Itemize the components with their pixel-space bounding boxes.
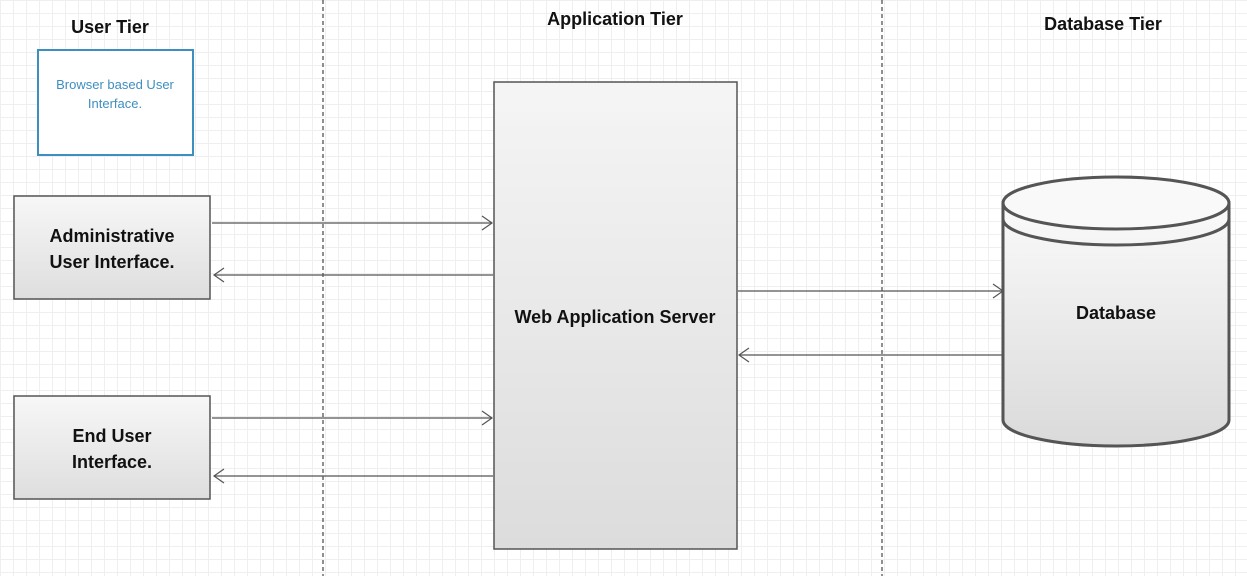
end-user-ui-node: End User Interface.: [13, 395, 211, 500]
database-label: Database: [1076, 303, 1156, 323]
admin-ui-label-line1: Administrative: [49, 226, 174, 246]
arrow-end-user-to-server: [212, 410, 494, 426]
database-tier-title: Database Tier: [1044, 14, 1162, 34]
end-user-ui-label-line2: Interface.: [72, 452, 152, 472]
arrow-server-to-database: [738, 283, 1005, 299]
web-server-label: Web Application Server: [514, 307, 715, 327]
admin-ui-node: Administrative User Interface.: [13, 195, 211, 300]
database-node: Database: [1001, 175, 1231, 448]
end-user-ui-label-line1: End User: [72, 426, 151, 446]
admin-ui-label-line2: User Interface.: [49, 252, 174, 272]
web-server-node: Web Application Server: [493, 81, 738, 550]
browser-ui-note-line1: Browser based User: [56, 77, 174, 92]
browser-ui-note-line2: Interface.: [88, 96, 142, 111]
arrow-database-to-server: [737, 347, 1002, 363]
arrow-admin-to-server: [212, 215, 494, 231]
user-tier-title: User Tier: [71, 17, 149, 37]
application-tier-title: Application Tier: [547, 9, 683, 29]
browser-ui-note: Browser based User Interface.: [37, 49, 194, 156]
arrow-server-to-admin: [212, 267, 493, 283]
arrow-server-to-end-user: [212, 468, 493, 484]
